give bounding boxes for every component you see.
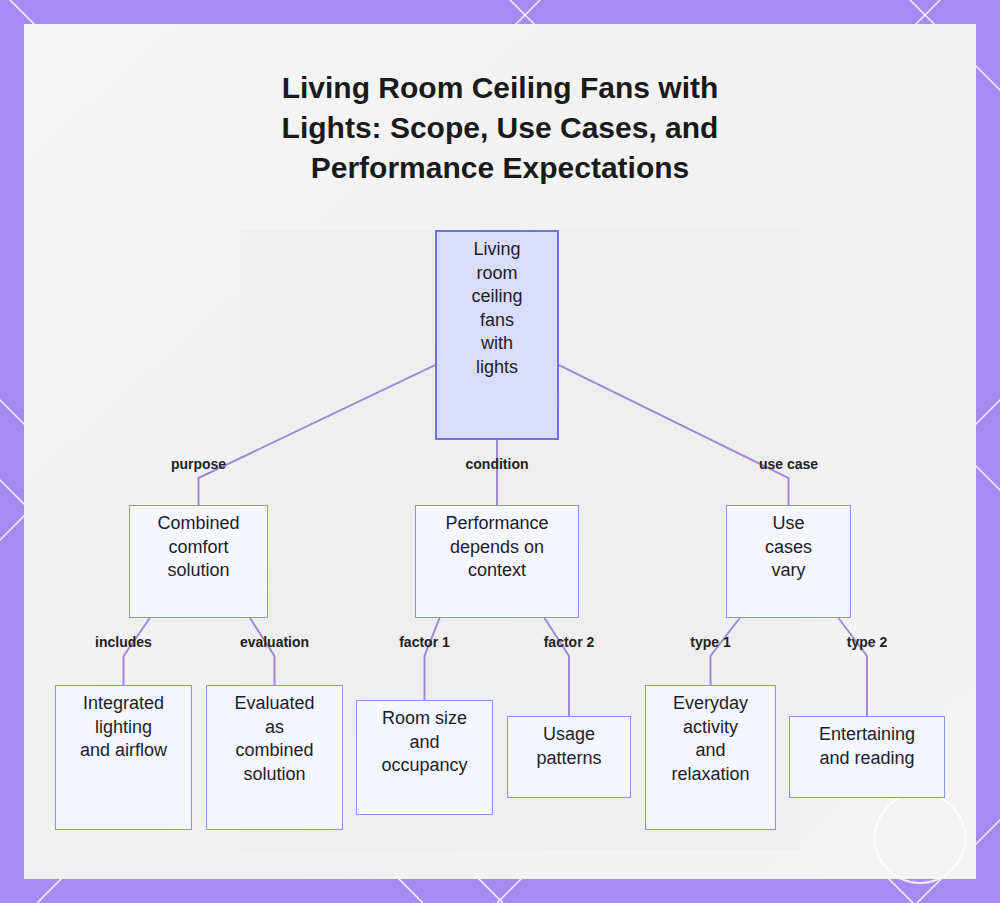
edge-label: type 2 bbox=[847, 634, 887, 650]
edge-label: includes bbox=[95, 634, 152, 650]
topic-box: Entertaining and reading bbox=[789, 716, 945, 798]
watermark-circle bbox=[875, 793, 965, 883]
node-text: Entertaining and reading bbox=[808, 723, 926, 770]
node-text: Integrated lighting and airflow bbox=[78, 692, 169, 763]
topic-box: Integrated lighting and airflow bbox=[55, 685, 192, 830]
edge-label: condition bbox=[466, 456, 529, 472]
edge-label: factor 1 bbox=[399, 634, 450, 650]
connector-line bbox=[496, 440, 498, 505]
node-text: Room size and occupancy bbox=[375, 707, 474, 778]
node-text: Use cases vary bbox=[752, 512, 825, 583]
connector-line bbox=[124, 618, 150, 685]
connector-line bbox=[839, 618, 868, 716]
topic-box: Room size and occupancy bbox=[356, 700, 493, 815]
connector-line bbox=[199, 365, 436, 505]
node-text: Everyday activity and relaxation bbox=[666, 692, 755, 786]
connector-line bbox=[545, 618, 569, 716]
root-box: Living room ceiling fans with lights bbox=[435, 230, 559, 440]
connector-line bbox=[250, 618, 275, 685]
node-text: Performance depends on context bbox=[426, 512, 568, 583]
diagram-title: Living Room Ceiling Fans with Lights: Sc… bbox=[250, 68, 750, 188]
edge-label: factor 2 bbox=[544, 634, 595, 650]
topic-box: Use cases vary bbox=[726, 505, 851, 618]
panel bbox=[24, 24, 976, 879]
topic-box: Combined comfort solution bbox=[129, 505, 268, 618]
connector-line bbox=[711, 618, 740, 685]
connector-line bbox=[559, 365, 789, 505]
node-text: Living room ceiling fans with lights bbox=[464, 238, 530, 379]
node-text: Evaluated as combined solution bbox=[231, 692, 318, 786]
topic-box: Performance depends on context bbox=[415, 505, 579, 618]
edge-label: evaluation bbox=[240, 634, 309, 650]
node-text: Usage patterns bbox=[525, 723, 613, 770]
topic-box: Usage patterns bbox=[507, 716, 631, 798]
topic-box: Everyday activity and relaxation bbox=[645, 685, 776, 830]
node-text: Combined comfort solution bbox=[138, 512, 259, 583]
edge-label: purpose bbox=[171, 456, 226, 472]
edge-label: type 1 bbox=[690, 634, 730, 650]
edge-label: use case bbox=[759, 456, 818, 472]
connector-line bbox=[425, 618, 440, 700]
topic-box: Evaluated as combined solution bbox=[206, 685, 343, 830]
